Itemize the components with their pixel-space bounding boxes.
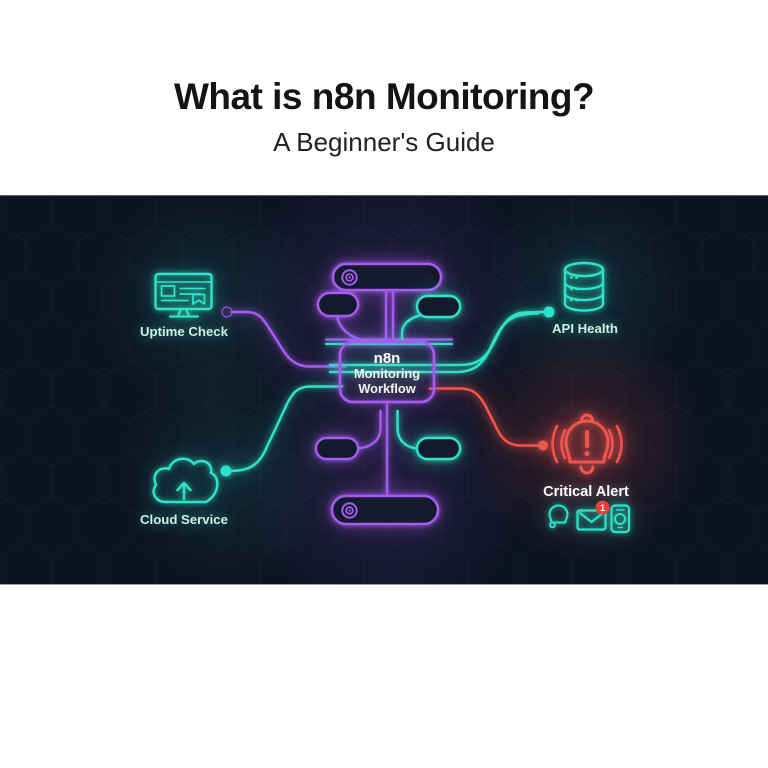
- center-node-line-3: Workflow: [358, 381, 415, 396]
- workflow-diagram: 1 Uptime Check API Health Cloud Service …: [0, 196, 768, 586]
- alert-bell-icon: [551, 413, 623, 475]
- database-icon: [563, 261, 605, 312]
- bottom-pill-node: [330, 494, 440, 526]
- diagram-root: 1 Uptime Check API Health Cloud Service …: [0, 196, 768, 586]
- alert-endpoint-dot: [538, 440, 548, 451]
- node-labels-teal: Uptime Check API Health Cloud Service: [140, 321, 618, 527]
- email-icon: [576, 509, 607, 531]
- sound-wave-right-outer: [615, 424, 623, 464]
- red-traces: [428, 387, 548, 451]
- edge-cloud-to-center: [226, 385, 344, 473]
- bell-clapper-arc: [579, 465, 595, 475]
- critical-alert-label: Critical Alert: [543, 484, 629, 500]
- edge-center-to-alert: [428, 387, 539, 447]
- uptime-endpoint-dot: [221, 306, 233, 318]
- sound-wave-right-inner: [607, 428, 614, 460]
- cloud-upload-icon: [152, 457, 219, 504]
- small-pill-bottom-left: [314, 436, 360, 461]
- sound-wave-left-outer: [551, 424, 559, 464]
- api-endpoint-dot: [543, 306, 555, 318]
- bookmark-flag-icon: [192, 293, 206, 305]
- small-pill-top-right: [415, 294, 462, 319]
- edge-toppill-right-curve: [400, 313, 423, 344]
- purple-nodes: [314, 262, 443, 526]
- record-icon: [341, 269, 358, 286]
- center-node-line-2: Monitoring: [354, 366, 420, 381]
- page-title: What is n8n Monitoring?: [173, 75, 595, 117]
- workflow-center-node: [338, 340, 436, 404]
- teal-nodes: [415, 294, 462, 461]
- small-pill-top-left: [316, 291, 360, 318]
- notification-bell-icon: [548, 504, 569, 529]
- purple-traces: [221, 288, 454, 499]
- sound-wave-left-inner: [560, 428, 567, 460]
- email-badge-count: 1: [600, 503, 606, 514]
- small-pill-bottom-right: [415, 436, 462, 461]
- header: What is n8n Monitoring? A Beginner's Gui…: [0, 0, 768, 195]
- email-badge: 1: [595, 500, 610, 515]
- monitor-icon: [154, 272, 213, 318]
- cloud-service-label: Cloud Service: [140, 512, 228, 527]
- footer-whitespace: [0, 585, 768, 768]
- center-node-line-1: n8n: [374, 350, 401, 367]
- alert-channel-icons: [548, 504, 631, 534]
- uptime-check-label: Uptime Check: [140, 324, 229, 339]
- top-pill-node: [331, 262, 443, 292]
- edge-bottompill-left-curve: [356, 409, 382, 450]
- edge-center-to-api-2: [328, 312, 540, 374]
- api-health-label: API Health: [552, 321, 618, 336]
- phone-icon: [610, 504, 631, 534]
- node-labels-white: Critical Alert n8n Monitoring Workflow: [354, 350, 629, 500]
- edge-bottompill-right-curve: [396, 409, 419, 450]
- cloud-endpoint-dot: [220, 465, 232, 477]
- page-subtitle: A Beginner's Guide: [273, 127, 495, 158]
- edge-uptime-to-center: [230, 310, 347, 368]
- diagram-stage: 1 Uptime Check API Health Cloud Service …: [0, 195, 768, 586]
- record-icon: [341, 502, 358, 519]
